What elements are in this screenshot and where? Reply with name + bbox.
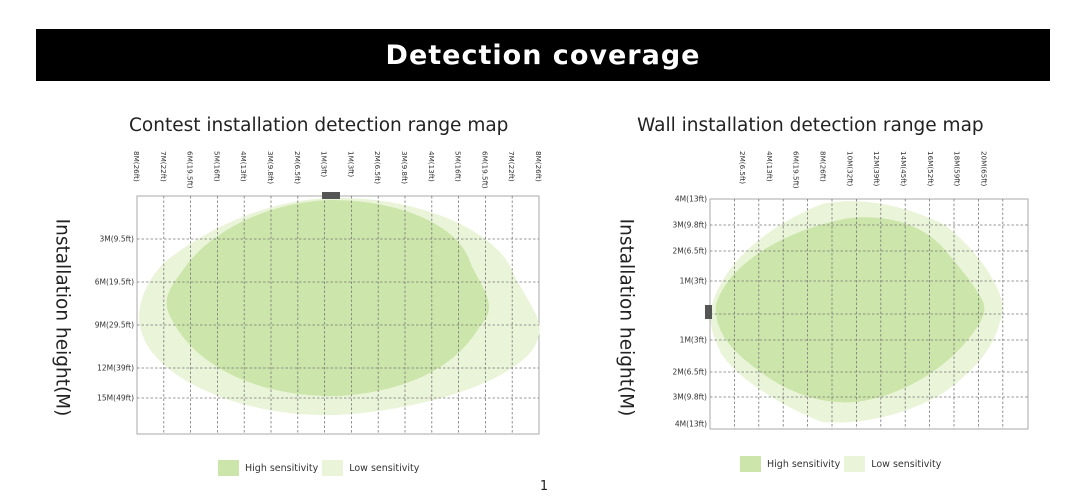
height-tick-label: 1M(3ft) — [680, 277, 707, 286]
distance-tick-label: 4M(13ft) — [427, 151, 436, 182]
distance-tick-label: 2M(6.5ft) — [373, 151, 382, 184]
height-tick-label: 3M(9.5ft) — [100, 235, 135, 244]
distance-tick-label: 6M(19.5ft) — [186, 151, 195, 189]
low-sensitivity-swatch — [322, 460, 344, 476]
low-sensitivity-label: Low sensitivity — [871, 458, 942, 470]
left-map-horizontal-grid — [137, 238, 539, 399]
left-map-title: Contest installation detection range map — [129, 115, 509, 136]
ceiling-detection-map: 8M(26ft) 7M(22ft) 6M(19.5ft) 5M(16ft) 4M(13f… — [95, 151, 543, 435]
height-tick-label: 15M(49ft) — [97, 394, 134, 403]
right-map-horizontal-grid — [710, 224, 1028, 398]
height-tick-label: 2M(6.5ft) — [673, 247, 708, 256]
right-map-y-axis-label: Installation height(M) — [615, 218, 637, 417]
distance-tick-label: 10M(32ft) — [845, 151, 854, 187]
distance-tick-label: 2M(6.5ft) — [738, 151, 747, 184]
left-high-sensitivity-zone — [166, 200, 489, 397]
high-sensitivity-label: High sensitivity — [767, 458, 841, 470]
left-map-height-labels: 3M(9.5ft) 6M(19.5ft) 9M(29.5ft) 12M(39ft) 15… — [95, 235, 134, 403]
header-banner: Detection coverage — [36, 29, 1050, 81]
wall-detection-map: 2M(6.5ft) 4M(13ft) 6M(19.5ft) 8M(26ft) 10M(3… — [673, 151, 1029, 430]
distance-tick-label: 5M(16ft) — [454, 151, 463, 182]
distance-tick-label: 4M(13ft) — [239, 151, 248, 182]
distance-tick-label: 6M(19.5ft) — [792, 151, 801, 189]
distance-tick-label: 2M(6.5ft) — [293, 151, 302, 184]
distance-tick-label: 1M(3ft) — [320, 151, 329, 177]
left-legend: High sensitivity Low sensitivity — [218, 460, 419, 476]
distance-tick-label: 4M(13ft) — [765, 151, 774, 182]
height-tick-label: 9M(29.5ft) — [95, 321, 134, 330]
high-sensitivity-swatch — [740, 456, 761, 472]
low-sensitivity-label: Low sensitivity — [349, 462, 420, 474]
distance-tick-label: 16M(52ft) — [926, 151, 935, 187]
height-tick-label: 6M(19.5ft) — [95, 278, 134, 287]
height-tick-label: 12M(39ft) — [97, 364, 134, 373]
distance-tick-label: 7M(22ft) — [507, 151, 516, 182]
high-sensitivity-swatch — [218, 460, 239, 476]
distance-tick-label: 8M(26ft) — [819, 151, 828, 182]
left-map-vertical-grid — [163, 196, 513, 434]
high-sensitivity-label: High sensitivity — [245, 462, 319, 474]
distance-tick-label: 18M(59ft) — [953, 151, 962, 187]
height-tick-label: 3M(9.8ft) — [673, 393, 708, 402]
distance-tick-label: 1M(3ft) — [346, 151, 355, 177]
ceiling-sensor-icon — [322, 192, 340, 199]
right-map-distance-labels: 2M(6.5ft) 4M(13ft) 6M(19.5ft) 8M(26ft) 10M(3… — [738, 151, 989, 189]
left-map-y-axis-label: Installation height(M) — [51, 218, 73, 417]
distance-tick-label: 14M(45ft) — [899, 151, 908, 187]
distance-tick-label: 20M(65ft) — [980, 151, 989, 187]
height-tick-label: 4M(13ft) — [675, 420, 707, 429]
distance-tick-label: 7M(22ft) — [159, 151, 168, 182]
distance-tick-label: 6M(19.5ft) — [480, 151, 489, 189]
distance-tick-label: 3M(9.8ft) — [266, 151, 275, 184]
wall-sensor-icon — [705, 305, 712, 319]
distance-tick-label: 5M(16ft) — [212, 151, 221, 182]
left-map-distance-labels: 8M(26ft) 7M(22ft) 6M(19.5ft) 5M(16ft) 4M(13f… — [132, 151, 543, 189]
right-map-height-labels: 4M(13ft) 3M(9.8ft) 2M(6.5ft) 1M(3ft) 1M(3ft)… — [673, 195, 708, 429]
distance-tick-label: 3M(9.8ft) — [400, 151, 409, 184]
right-map-title: Wall installation detection range map — [637, 115, 984, 136]
height-tick-label: 4M(13ft) — [675, 195, 707, 204]
distance-tick-label: 12M(39ft) — [872, 151, 881, 187]
distance-tick-label: 8M(26ft) — [132, 151, 141, 182]
right-legend: High sensitivity Low sensitivity — [740, 456, 941, 472]
height-tick-label: 1M(3ft) — [680, 336, 707, 345]
page-title: Detection coverage — [385, 39, 701, 71]
distance-tick-label: 8M(26ft) — [534, 151, 543, 182]
page-number: 1 — [539, 479, 549, 494]
height-tick-label: 2M(6.5ft) — [673, 368, 708, 377]
height-tick-label: 3M(9.8ft) — [673, 221, 708, 230]
low-sensitivity-swatch — [844, 456, 866, 472]
